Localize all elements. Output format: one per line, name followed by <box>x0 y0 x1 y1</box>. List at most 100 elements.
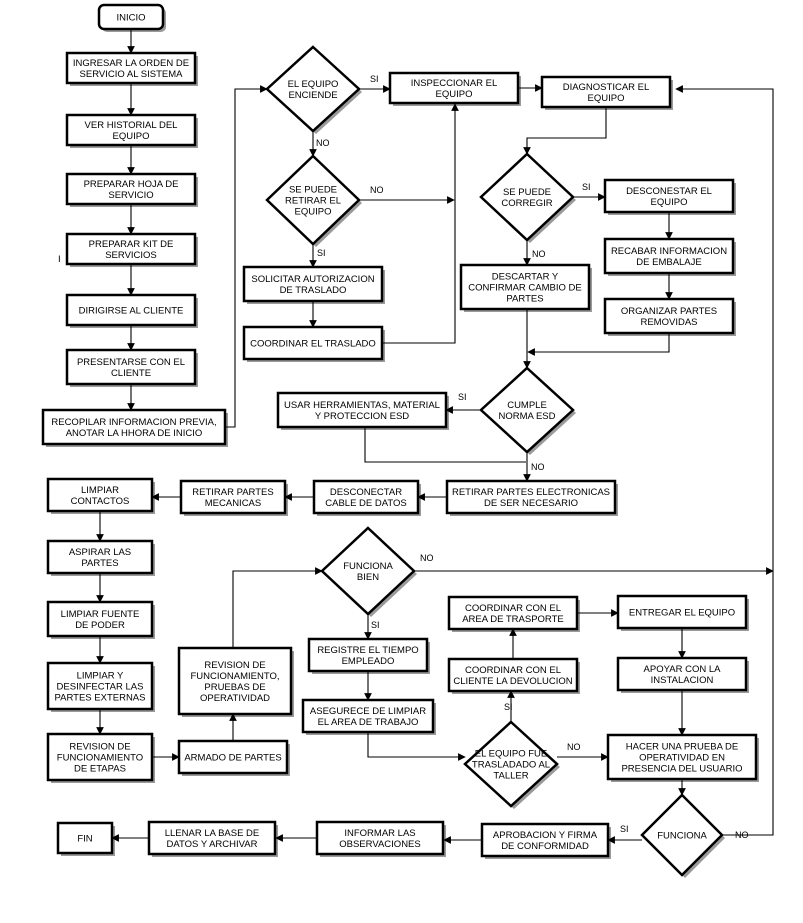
node-label: ENTREGAR EL EQUIPO <box>629 608 735 619</box>
edge-coordinar-to-inspeccionar <box>382 103 459 344</box>
process-shape <box>65 293 197 327</box>
node-inicio: INICIO <box>97 3 165 31</box>
edge-label-no: NO <box>420 553 434 563</box>
edge-asegurese-to-trasladado <box>367 732 466 761</box>
process-shape <box>65 113 197 147</box>
process-shape <box>65 51 197 85</box>
edge-label-no: NO <box>735 830 749 840</box>
edge-rev-func-to-funciona-bien <box>232 567 323 648</box>
process-shape <box>65 348 197 386</box>
process-shape <box>307 637 429 673</box>
process-shape <box>616 594 748 630</box>
edge-funciona-no-loop <box>675 85 774 836</box>
decision-shape <box>265 154 361 246</box>
decision-shape <box>479 366 575 454</box>
process-shape <box>179 479 287 515</box>
edge-label-si: SI <box>582 182 591 192</box>
process-shape <box>147 820 277 856</box>
edge-recopilar-to-enciende <box>225 85 268 428</box>
node-fin: FIN <box>56 821 114 855</box>
node-label: FIN <box>77 834 92 845</box>
edge-diagnosticar-to-corregir <box>523 107 607 155</box>
node-label: FUNCIONA <box>657 831 707 842</box>
node-label: ARMADO DE PARTES <box>184 753 281 764</box>
process-shape <box>177 646 293 716</box>
edge-herramientas-to-merge <box>364 427 526 463</box>
decision-shape <box>640 793 724 877</box>
process-shape <box>301 698 435 734</box>
process-shape <box>388 71 520 105</box>
process-shape <box>459 263 591 311</box>
decision-shape <box>320 526 416 616</box>
process-shape <box>242 265 384 303</box>
node-label: DIRIGIRSE AL CLIENTE <box>79 306 184 317</box>
process-shape <box>540 75 672 109</box>
process-shape <box>312 479 420 515</box>
edge-label-no: NO <box>531 462 545 472</box>
edge-label-si: SI <box>620 824 629 834</box>
process-shape <box>603 237 735 275</box>
process-shape <box>46 661 154 711</box>
node-funciona: FUNCIONA <box>640 793 724 877</box>
node-dirigirse: DIRIGIRSE AL CLIENTE <box>65 293 197 327</box>
process-shape <box>276 391 448 429</box>
edge-label-no: NO <box>567 742 581 752</box>
node-label: RECOPILAR INFORMACION PREVIA,ANOTAR LA H… <box>51 417 216 439</box>
process-shape <box>603 297 735 335</box>
edge-label-si: SI <box>371 620 380 630</box>
stray-mark: I <box>58 254 61 265</box>
decision-shape <box>479 152 575 242</box>
process-shape <box>242 325 384 361</box>
process-shape <box>315 820 445 856</box>
process-shape <box>616 656 748 692</box>
edge-label-no: NO <box>532 249 546 259</box>
